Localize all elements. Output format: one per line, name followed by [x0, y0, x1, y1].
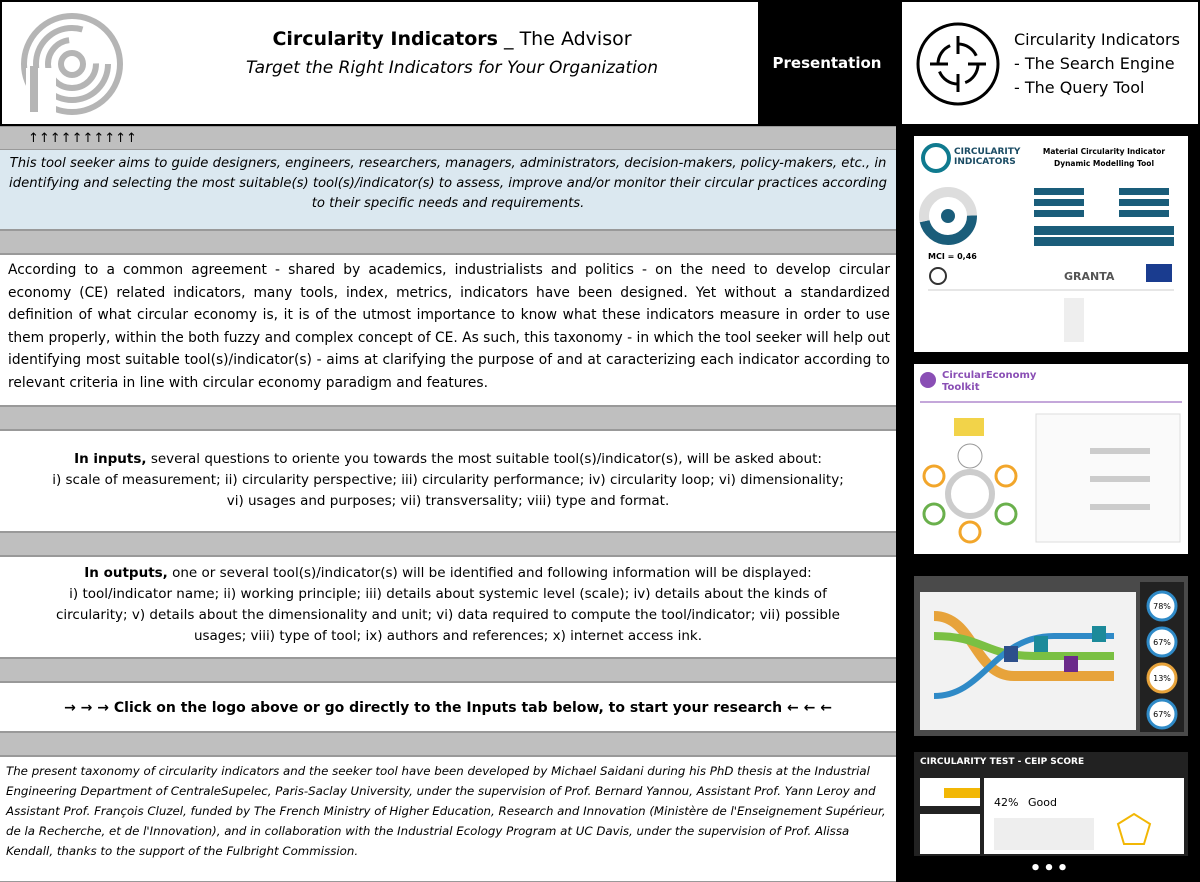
outputs-line1-text: one or several tool(s)/indicator(s) will…: [167, 565, 812, 581]
ceip-score-thumbnail[interactable]: CIRCULARITY TEST - CEIP SCORE 42% Good: [914, 752, 1188, 856]
search-engine-line3: - The Query Tool: [1014, 78, 1145, 97]
mci-thumb-granta: GRANTA: [1064, 270, 1115, 283]
search-engine-label[interactable]: Circularity Indicators - The Search Engi…: [1014, 28, 1180, 100]
advisor-header: Circularity Indicators _ The Advisor Tar…: [0, 0, 896, 126]
inputs-line2: i) scale of measurement; ii) circularity…: [52, 472, 844, 488]
context-paragraph: According to a common agreement - shared…: [0, 254, 896, 406]
inputs-lead: In inputs,: [74, 451, 147, 467]
crosshair-logo-icon[interactable]: [914, 20, 1002, 108]
spacer-row: [0, 732, 896, 756]
mci-thumb-title1: CIRCULARITY: [954, 147, 1021, 157]
flow-pct-1: 78%: [1153, 602, 1171, 611]
more-tools-indicator[interactable]: •••: [1029, 858, 1071, 879]
mci-thumb-value: MCI = 0,46: [928, 252, 977, 261]
mci-thumb-sub: Dynamic Modelling Tool: [1054, 159, 1154, 168]
title-bold: Circularity Indicators: [272, 28, 498, 50]
search-engine-box[interactable]: Circularity Indicators - The Search Engi…: [900, 0, 1200, 126]
presentation-button[interactable]: Presentation: [758, 2, 896, 124]
page-title: Circularity Indicators _ The Advisor: [152, 28, 752, 50]
ce-thumb-title1: CircularEconomy: [942, 370, 1037, 381]
main-panel: Circularity Indicators _ The Advisor Tar…: [0, 0, 896, 882]
flow-pct-2: 67%: [1153, 638, 1171, 647]
mci-tool-thumbnail[interactable]: CIRCULARITY INDICATORS Material Circular…: [914, 136, 1188, 352]
outputs-line3: circularity; v) details about the dimens…: [55, 607, 840, 623]
ce-toolkit-thumbnail[interactable]: CircularEconomy Toolkit: [914, 364, 1188, 554]
ceip-thumb-pct: 42%: [994, 796, 1018, 809]
flow-pct-3: 13%: [1153, 674, 1171, 683]
ceip-thumb-word: Good: [1028, 796, 1057, 809]
spacer-row: [0, 406, 896, 430]
ceip-thumb-title: CIRCULARITY TEST - CEIP SCORE: [920, 757, 1084, 767]
spacer-row: [0, 230, 896, 254]
advisor-title-block: Circularity Indicators _ The Advisor Tar…: [152, 28, 752, 78]
ce-toolkit-graphic: CircularEconomy Toolkit: [920, 370, 1182, 544]
inputs-line1-text: several questions to oriente you towards…: [146, 451, 822, 467]
inputs-line1: In inputs, several questions to oriente …: [8, 449, 888, 470]
credits-footer: The present taxonomy of circularity indi…: [0, 756, 896, 882]
mci-thumbnail-graphic: CIRCULARITY INDICATORS Material Circular…: [919, 143, 1174, 342]
outputs-line1: In outputs, one or several tool(s)/indic…: [8, 563, 888, 584]
ce-thumb-title2: Toolkit: [942, 382, 980, 393]
spacer-row: [0, 658, 896, 682]
flow-dashboard-thumbnail[interactable]: 78% 67% 13% 67%: [914, 576, 1188, 736]
outputs-line2: i) tool/indicator name; ii) working prin…: [69, 586, 827, 602]
inputs-line3: vi) usages and purposes; vii) transversa…: [226, 493, 670, 509]
outputs-line4: usages; viii) type of tool; ix) authors …: [193, 628, 703, 644]
search-engine-line2: - The Search Engine: [1014, 54, 1175, 73]
circularity-logo-icon[interactable]: [20, 12, 124, 116]
ceip-graphic: CIRCULARITY TEST - CEIP SCORE 42% Good: [920, 757, 1184, 854]
spacer-row: [0, 532, 896, 556]
arrows-row: ↑↑↑↑↑↑↑↑↑↑: [0, 126, 896, 150]
flow-pct-4: 67%: [1153, 710, 1171, 719]
outputs-lead: In outputs,: [84, 565, 168, 581]
inputs-section: In inputs, several questions to oriente …: [0, 430, 896, 532]
title-rest: _ The Advisor: [497, 28, 632, 50]
outputs-section: In outputs, one or several tool(s)/indic…: [0, 556, 896, 658]
start-research-cta[interactable]: → → → Click on the logo above or go dire…: [0, 682, 896, 732]
right-panel: Circularity Indicators - The Search Engi…: [900, 0, 1200, 882]
intro-text: This tool seeker aims to guide designers…: [0, 150, 896, 230]
flow-dashboard-graphic: 78% 67% 13% 67%: [920, 582, 1184, 732]
page-subtitle: Target the Right Indicators for Your Org…: [245, 58, 659, 78]
mci-thumb-heading: Material Circularity Indicator: [1043, 147, 1166, 156]
search-engine-line1: Circularity Indicators: [1014, 30, 1180, 49]
mci-thumb-title2: INDICATORS: [954, 157, 1016, 167]
